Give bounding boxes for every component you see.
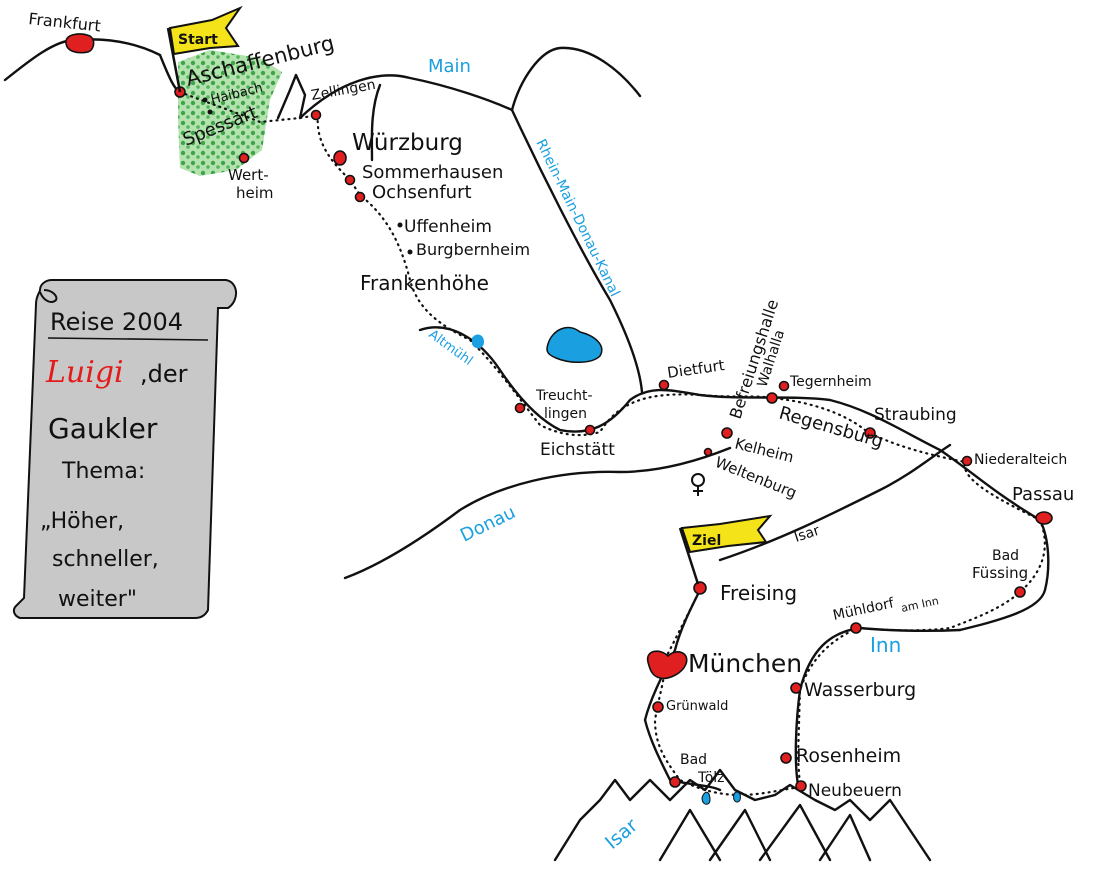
frankfurt-marker bbox=[65, 33, 95, 54]
label-straubing: Straubing bbox=[874, 405, 957, 425]
bad-toelz-marker bbox=[669, 776, 681, 788]
label-eichstaett: Eichstätt bbox=[540, 440, 615, 460]
walhalla-marker bbox=[766, 392, 778, 404]
wuerzburg-marker bbox=[333, 150, 347, 166]
wertheim-marker bbox=[238, 152, 250, 164]
altmuehl-lake bbox=[472, 334, 484, 349]
donau-river bbox=[343, 446, 732, 580]
small-place-dots bbox=[202, 97, 413, 255]
label-ochsenfurt: Ochsenfurt bbox=[372, 182, 472, 203]
label-gruenwald: Grünwald bbox=[666, 699, 728, 714]
weltenburg-marker bbox=[703, 447, 713, 457]
label-tegernheim: Tegernheim bbox=[789, 374, 872, 390]
main-river-east bbox=[370, 83, 382, 162]
scroll-name: Luigi bbox=[45, 355, 124, 390]
tour-route bbox=[178, 90, 1046, 797]
tegernheim-marker bbox=[778, 380, 790, 392]
spessart-forest bbox=[178, 50, 282, 176]
label-passau: Passau bbox=[1012, 484, 1074, 505]
label-muenchen: München bbox=[688, 649, 802, 678]
gaukler-symbol bbox=[691, 473, 705, 496]
kelheim-marker bbox=[721, 427, 733, 439]
label-dietfurt: Dietfurt bbox=[666, 356, 726, 382]
label-am-inn: am Inn bbox=[900, 594, 940, 615]
scroll-line-4: Thema: bbox=[61, 459, 145, 484]
eichstaett-marker bbox=[584, 424, 596, 436]
label-freising: Freising bbox=[720, 581, 797, 605]
scroll-line-3: Gaukler bbox=[48, 412, 158, 445]
label-uffenheim: Uffenheim bbox=[404, 217, 492, 237]
label-frankfurt: Frankfurt bbox=[28, 9, 102, 35]
label-burgbernheim: Burgbernheim bbox=[416, 240, 530, 259]
label-isar-lower: Isar bbox=[601, 814, 642, 853]
title-scroll: Reise 2004 Luigi ,der Gaukler Thema: „Hö… bbox=[12, 279, 237, 619]
label-wertheim-2: heim bbox=[236, 184, 274, 202]
label-treuchtlingen-2: lingen bbox=[544, 406, 587, 422]
isar-upper bbox=[718, 443, 952, 562]
label-muehldorf: Mühldorf bbox=[832, 595, 897, 624]
label-bad-fuessing-2: Füssing bbox=[972, 564, 1028, 582]
rosenheim-marker bbox=[780, 752, 792, 764]
start-flag: Start bbox=[166, 5, 243, 93]
scroll-line-7: weiter" bbox=[58, 587, 137, 612]
start-flag-label: Start bbox=[178, 32, 218, 48]
label-neubeuern: Neubeuern bbox=[808, 781, 902, 801]
city-markers bbox=[65, 33, 1053, 792]
main-river-west bbox=[3, 38, 182, 94]
scroll-title: Reise 2004 bbox=[50, 308, 183, 336]
finish-flag-label: Ziel bbox=[692, 533, 721, 549]
freising-marker bbox=[693, 581, 707, 595]
isar-lower bbox=[643, 588, 722, 792]
finish-flag: Ziel bbox=[678, 514, 773, 585]
tegernsee-lake bbox=[701, 791, 711, 805]
muehldorf-marker bbox=[850, 622, 862, 634]
bad-fuessing-marker bbox=[1014, 586, 1026, 598]
label-bad-fuessing-1: Bad bbox=[992, 548, 1019, 564]
passau-marker bbox=[1035, 511, 1053, 525]
label-bad-toelz-2: Tölz bbox=[697, 770, 725, 786]
schliersee-lake bbox=[733, 791, 741, 803]
niederalteich-marker bbox=[961, 455, 973, 467]
label-wasserburg: Wasserburg bbox=[804, 679, 916, 701]
muenchen-marker bbox=[646, 650, 688, 680]
label-isar-upper: Isar bbox=[792, 523, 822, 546]
neubeuern-marker bbox=[795, 780, 807, 792]
scroll-line-5: „Höher, bbox=[40, 509, 124, 534]
label-rosenheim: Rosenheim bbox=[796, 745, 901, 767]
label-main: Main bbox=[428, 56, 471, 77]
scroll-name-suffix: ,der bbox=[140, 360, 188, 388]
label-wuerzburg: Würzburg bbox=[352, 130, 463, 156]
label-donau: Donau bbox=[457, 502, 519, 547]
label-sommerhausen: Sommerhausen bbox=[362, 162, 503, 183]
label-niederalteich: Niederalteich bbox=[974, 452, 1067, 468]
alps-mountains-2 bbox=[658, 803, 872, 862]
canal-line bbox=[510, 108, 644, 394]
alps-mountains bbox=[553, 768, 932, 862]
scroll-line-6: schneller, bbox=[52, 547, 159, 572]
label-wertheim-1: Wert- bbox=[228, 166, 269, 184]
label-regensburg: Regensburg bbox=[777, 403, 886, 453]
ochsenfurt-marker bbox=[354, 191, 366, 203]
label-bad-toelz-1: Bad bbox=[680, 752, 707, 768]
altmuehl-river bbox=[418, 326, 1042, 522]
label-frankenhoehe: Frankenhöhe bbox=[360, 271, 489, 295]
treuchtlingen-marker bbox=[514, 402, 526, 414]
label-treuchtlingen-1: Treucht- bbox=[535, 388, 593, 404]
passau-connector bbox=[958, 518, 1050, 632]
straubing-marker bbox=[864, 427, 876, 439]
gruenwald-marker bbox=[652, 701, 664, 713]
dietfurt-marker bbox=[658, 379, 670, 391]
label-canal: Rhein-Main-Donau-Kanal bbox=[532, 137, 622, 300]
wasserburg-marker bbox=[790, 682, 802, 694]
label-zellingen: Zellingen bbox=[310, 77, 377, 104]
label-inn: Inn bbox=[870, 633, 901, 657]
sommerhausen-marker bbox=[344, 174, 356, 186]
lake bbox=[546, 326, 603, 363]
label-altmuehl: Altmühl bbox=[426, 327, 476, 369]
zellingen-marker bbox=[310, 109, 322, 121]
